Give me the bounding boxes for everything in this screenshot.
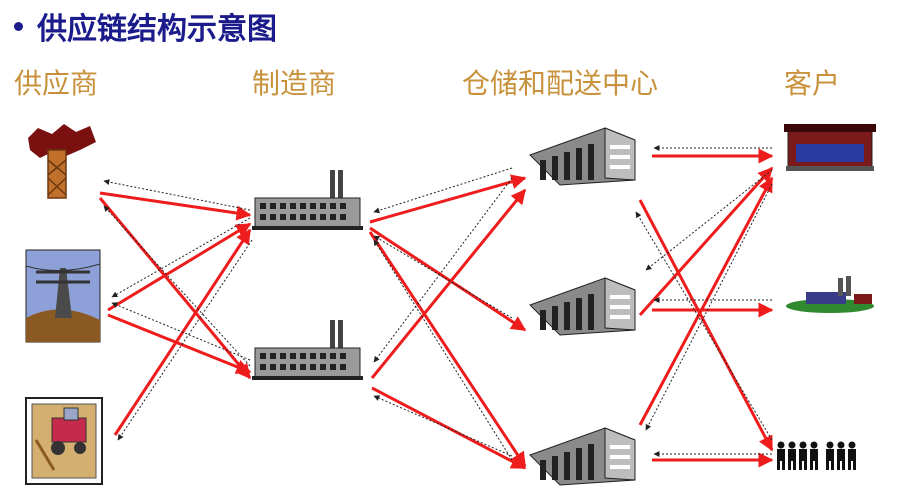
warehouse-icon bbox=[529, 277, 636, 336]
plant-icon bbox=[786, 276, 874, 313]
column-label-distribution: 仓储和配送中心 bbox=[462, 67, 659, 100]
page-title: 供应链结构示意图 bbox=[14, 4, 277, 48]
column-label-manufacturers: 制造商 bbox=[252, 67, 337, 100]
title-text: 供应链结构示意图 bbox=[37, 12, 277, 47]
warehouse-icon bbox=[529, 127, 636, 186]
warehouse-icon bbox=[529, 427, 636, 486]
information-flow-arrows bbox=[103, 145, 773, 461]
power-tower-icon bbox=[25, 249, 101, 343]
factory-icon bbox=[251, 319, 364, 381]
bullet-icon bbox=[14, 22, 23, 31]
column-label-customers: 客户 bbox=[784, 67, 841, 100]
oil-derrick-icon bbox=[28, 124, 96, 199]
store-icon bbox=[784, 124, 876, 171]
harvester-icon bbox=[25, 397, 103, 485]
people-icon bbox=[777, 441, 856, 470]
column-label-suppliers: 供应商 bbox=[14, 67, 99, 100]
material-flow-arrows bbox=[98, 148, 774, 470]
factory-icon bbox=[251, 169, 364, 231]
